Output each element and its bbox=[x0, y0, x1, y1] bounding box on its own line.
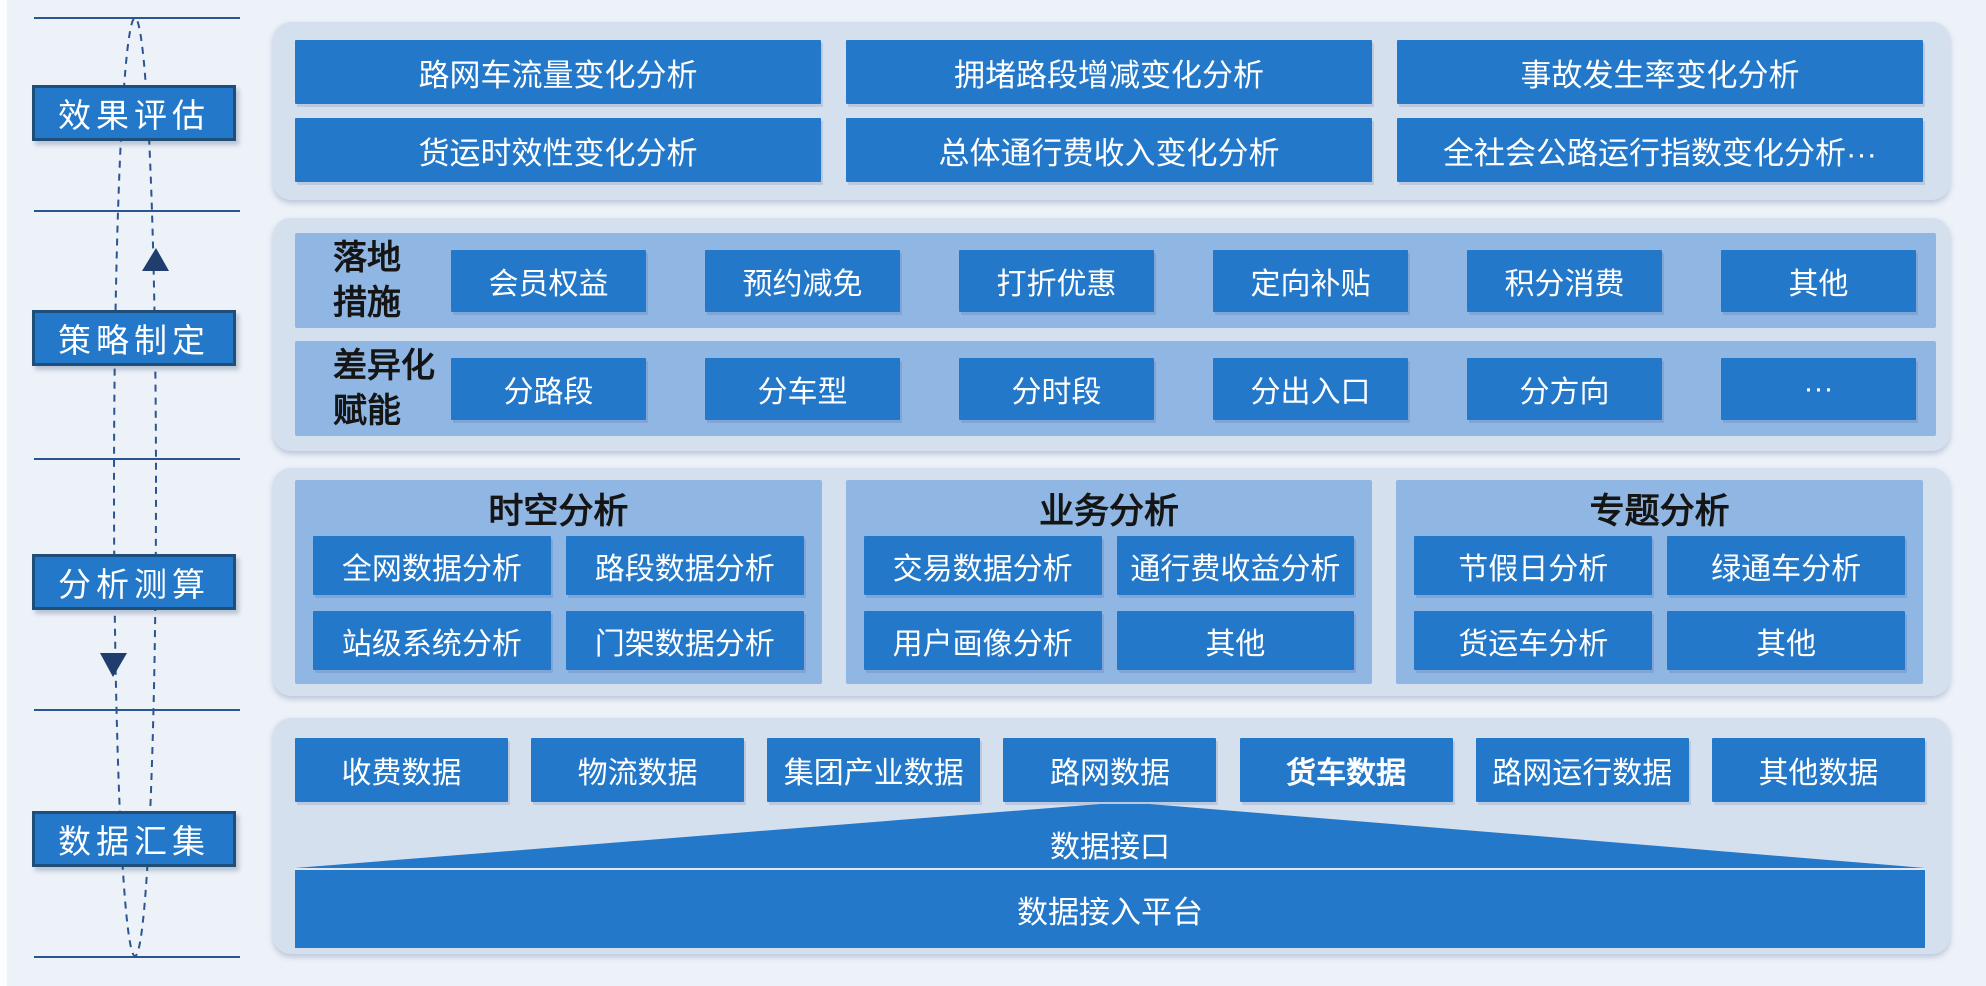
data-source-box: 路网运行数据 bbox=[1475, 738, 1689, 802]
strategy-band-differentiation: 差异化 赋能 分路段 分车型 分时段 分出入口 分方向 ··· bbox=[295, 341, 1936, 436]
section-data-aggregation: 收费数据 物流数据 集团产业数据 路网数据 货车数据 路网运行数据 其他数据 数… bbox=[273, 718, 1950, 954]
analysis-box: 用户画像分析 bbox=[863, 611, 1102, 670]
group-title: 业务分析 bbox=[1039, 491, 1180, 531]
analysis-box: 门架数据分析 bbox=[565, 611, 804, 670]
evaluation-row: 货运时效性变化分析 总体通行费收入变化分析 全社会公路运行指数变化分析··· bbox=[295, 118, 1923, 182]
stage-label-analysis: 分析测算 bbox=[32, 554, 236, 610]
section-effect-evaluation: 路网车流量变化分析 拥堵路段增减变化分析 事故发生率变化分析 货运时效性变化分析… bbox=[273, 22, 1950, 200]
strategy-box: 打折优惠 bbox=[959, 249, 1154, 312]
section-analysis: 时空分析 全网数据分析 路段数据分析 站级系统分析 门架数据分析 业务分析 交易… bbox=[273, 468, 1950, 696]
analysis-box: 全网数据分析 bbox=[313, 536, 551, 595]
cycle-flow-graphic bbox=[100, 17, 169, 957]
strategy-box: 定向补贴 bbox=[1213, 249, 1408, 312]
cycle-ellipse bbox=[113, 17, 157, 957]
analysis-box: 货运车分析 bbox=[1414, 611, 1653, 670]
analysis-box: 交易数据分析 bbox=[863, 536, 1102, 595]
analysis-group-business: 业务分析 交易数据分析 通行费收益分析 用户画像分析 其他 bbox=[845, 480, 1373, 684]
evaluation-row: 路网车流量变化分析 拥堵路段增减变化分析 事故发生率变化分析 bbox=[295, 40, 1923, 104]
analysis-box: 路段数据分析 bbox=[565, 536, 804, 595]
data-source-box: 物流数据 bbox=[531, 738, 745, 802]
strategy-box: ··· bbox=[1721, 357, 1916, 420]
data-source-box: 集团产业数据 bbox=[767, 738, 981, 802]
evaluation-box: 路网车流量变化分析 bbox=[295, 40, 821, 104]
evaluation-box: 全社会公路运行指数变化分析··· bbox=[1397, 118, 1923, 182]
evaluation-box: 货运时效性变化分析 bbox=[295, 118, 821, 182]
group-grid: 节假日分析 绿通车分析 货运车分析 其他 bbox=[1414, 536, 1906, 670]
stage-label-data: 数据汇集 bbox=[32, 811, 236, 867]
data-sources-row: 收费数据 物流数据 集团产业数据 路网数据 货车数据 路网运行数据 其他数据 bbox=[295, 738, 1925, 802]
stage-divider-line bbox=[34, 458, 240, 460]
data-interface-label: 数据接口 bbox=[1050, 831, 1170, 864]
stage-divider-line bbox=[34, 956, 240, 958]
evaluation-box: 总体通行费收入变化分析 bbox=[846, 118, 1372, 182]
analysis-box: 绿通车分析 bbox=[1667, 536, 1906, 595]
analysis-group-special-topics: 专题分析 节假日分析 绿通车分析 货运车分析 其他 bbox=[1396, 480, 1924, 684]
group-title: 专题分析 bbox=[1589, 491, 1730, 531]
analysis-box: 其他 bbox=[1116, 611, 1355, 670]
strategy-box: 预约减免 bbox=[705, 249, 900, 312]
data-source-box: 路网数据 bbox=[1003, 738, 1217, 802]
strategy-box: 分时段 bbox=[959, 357, 1154, 420]
group-grid: 交易数据分析 通行费收益分析 用户画像分析 其他 bbox=[863, 536, 1355, 670]
strategy-box: 分车型 bbox=[705, 357, 900, 420]
data-source-box-emphasized: 货车数据 bbox=[1239, 738, 1453, 802]
stage-divider-line bbox=[34, 709, 240, 711]
analysis-box: 节假日分析 bbox=[1414, 536, 1653, 595]
band-items: 会员权益 预约减免 打折优惠 定向补贴 积分消费 其他 bbox=[451, 249, 1916, 312]
up-arrow-icon bbox=[142, 248, 169, 271]
stage-label-evaluation: 效果评估 bbox=[32, 85, 236, 141]
left-edge-strip bbox=[0, 0, 7, 986]
analysis-group-spatiotemporal: 时空分析 全网数据分析 路段数据分析 站级系统分析 门架数据分析 bbox=[295, 480, 822, 684]
strategy-box: 会员权益 bbox=[451, 249, 646, 312]
analysis-box: 通行费收益分析 bbox=[1116, 536, 1355, 595]
section-strategy: 落地 措施 会员权益 预约减免 打折优惠 定向补贴 积分消费 其他 差异化 赋能… bbox=[273, 218, 1950, 451]
stage-label-strategy: 策略制定 bbox=[32, 310, 236, 366]
data-source-box: 其他数据 bbox=[1711, 738, 1925, 802]
analysis-box: 其他 bbox=[1667, 611, 1906, 670]
stage-divider-line bbox=[34, 17, 240, 19]
data-access-platform-bar: 数据接入平台 bbox=[295, 868, 1925, 948]
band-items: 分路段 分车型 分时段 分出入口 分方向 ··· bbox=[451, 357, 1916, 420]
strategy-box: 分方向 bbox=[1467, 357, 1662, 420]
stage-divider-line bbox=[34, 210, 240, 212]
evaluation-box: 事故发生率变化分析 bbox=[1397, 40, 1923, 104]
strategy-band-measures: 落地 措施 会员权益 预约减免 打折优惠 定向补贴 积分消费 其他 bbox=[295, 233, 1936, 328]
strategy-box: 分路段 bbox=[451, 357, 646, 420]
data-source-box: 收费数据 bbox=[295, 738, 508, 802]
strategy-box: 其他 bbox=[1721, 249, 1916, 312]
down-arrow-icon bbox=[100, 653, 127, 677]
band-label: 差异化 赋能 bbox=[333, 347, 435, 430]
strategy-box: 分出入口 bbox=[1213, 357, 1408, 420]
analysis-box: 站级系统分析 bbox=[313, 611, 551, 670]
strategy-box: 积分消费 bbox=[1467, 249, 1662, 312]
band-label: 落地 措施 bbox=[333, 239, 401, 322]
evaluation-box: 拥堵路段增减变化分析 bbox=[846, 40, 1372, 104]
group-grid: 全网数据分析 路段数据分析 站级系统分析 门架数据分析 bbox=[313, 536, 804, 670]
group-title: 时空分析 bbox=[488, 491, 629, 531]
